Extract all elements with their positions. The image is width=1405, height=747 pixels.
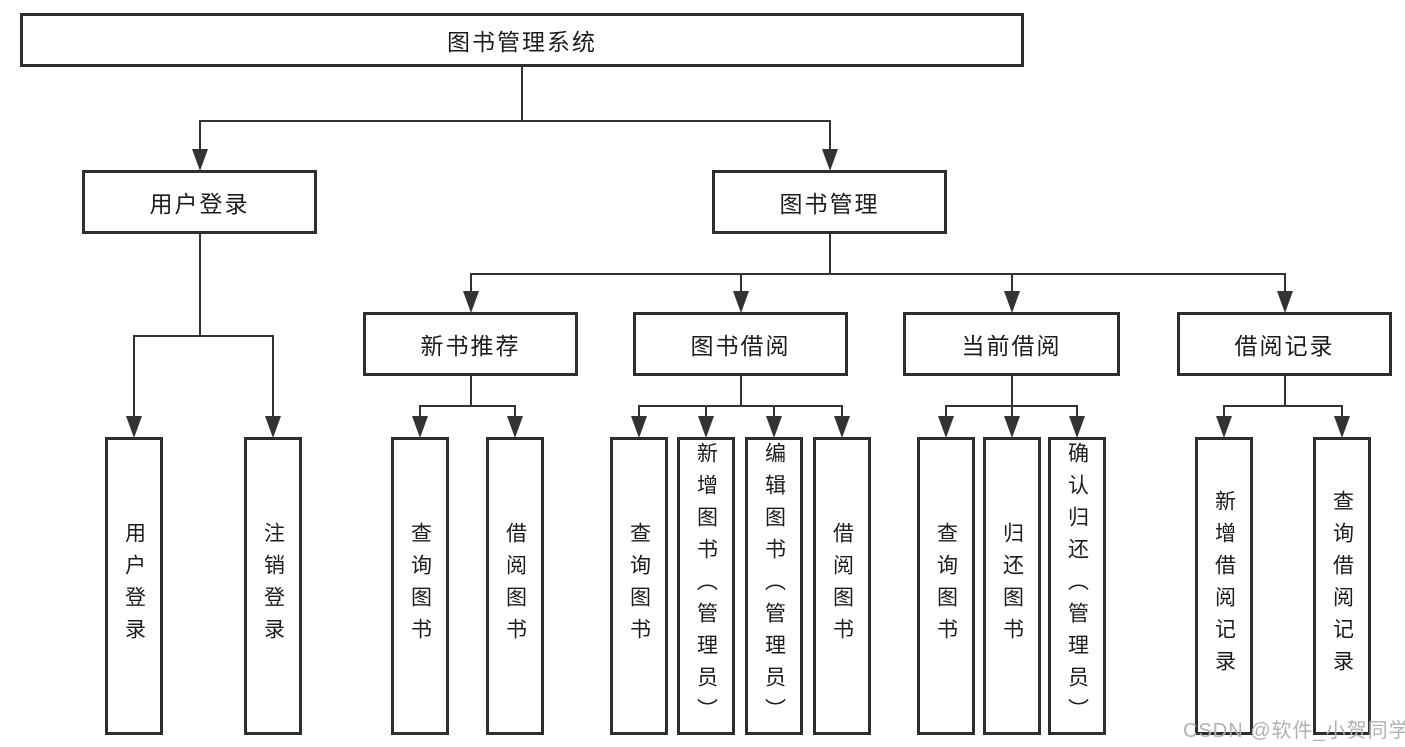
arrowhead-down-icon — [1216, 416, 1232, 438]
node-bb-add-book: 新增图书（管理员） — [677, 437, 735, 735]
node-cb-confirm: 确认归还（管理员） — [1048, 437, 1106, 735]
arrowhead-down-icon — [507, 416, 523, 438]
arrowhead-down-icon — [1334, 416, 1350, 438]
arrowhead-down-icon — [631, 416, 647, 438]
node-bb-edit-book: 编辑图书（管理员） — [745, 437, 803, 735]
edge-book-borrow-bb-borrow-book-drop — [841, 405, 843, 417]
node-label-current-borrow: 当前借阅 — [961, 333, 1062, 359]
edge-book-mgmt-current-borrow-drop — [1010, 273, 1013, 292]
arrowhead-down-icon — [698, 416, 714, 438]
edge-book-mgmt-stub — [828, 234, 831, 275]
edge-new-rec-split — [419, 405, 516, 407]
csdn-watermark: CSDN @软件_小贺同学 — [1183, 720, 1405, 742]
edge-borrow-records-split — [1223, 405, 1343, 407]
node-label-bb-borrow-book: 借阅图书 — [830, 522, 854, 650]
node-rec-query-book: 查询图书 — [391, 437, 449, 735]
node-label-rec-query-book: 查询图书 — [408, 522, 432, 650]
node-bb-query-book: 查询图书 — [610, 437, 668, 735]
edge-current-borrow-cb-confirm-drop — [1076, 405, 1078, 417]
node-label-user-login-op: 用户登录 — [122, 522, 146, 650]
edge-root-stub — [521, 67, 523, 122]
node-label-root: 图书管理系统 — [447, 29, 597, 55]
node-label-borrow-records: 借阅记录 — [1234, 333, 1335, 359]
node-br-add-record: 新增借阅记录 — [1195, 437, 1253, 735]
node-label-cb-query-book: 查询图书 — [934, 522, 958, 650]
node-br-query-record: 查询借阅记录 — [1313, 437, 1371, 735]
node-current-borrow: 当前借阅 — [903, 312, 1120, 376]
arrowhead-down-icon — [265, 416, 281, 438]
node-label-book-borrow: 图书借阅 — [690, 333, 791, 359]
node-rec-borrow-book: 借阅图书 — [486, 437, 544, 735]
edge-book-mgmt-borrow-records-drop — [1283, 273, 1286, 292]
node-label-cb-return-book: 归还图书 — [1000, 522, 1024, 650]
node-label-bb-edit-book: 编辑图书（管理员） — [762, 442, 786, 730]
node-label-logout-op: 注销登录 — [261, 522, 285, 650]
edge-new-rec-rec-query-book-drop — [419, 405, 421, 417]
edge-user-login-user-login-op-drop — [133, 335, 135, 417]
node-label-book-mgmt: 图书管理 — [779, 191, 880, 217]
edge-user-login-logout-op-drop — [272, 335, 274, 417]
node-label-user-login: 用户登录 — [149, 191, 250, 217]
edge-book-mgmt-new-rec-drop — [469, 273, 472, 292]
arrowhead-down-icon — [1069, 416, 1085, 438]
node-book-borrow: 图书借阅 — [633, 312, 848, 376]
edge-root-book-mgmt-drop — [828, 120, 831, 150]
edge-book-borrow-bb-query-book-drop — [638, 405, 640, 417]
edge-current-borrow-cb-query-book-drop — [945, 405, 947, 417]
node-book-mgmt: 图书管理 — [712, 170, 947, 234]
node-label-cb-confirm: 确认归还（管理员） — [1065, 442, 1089, 730]
edge-user-login-split — [133, 335, 274, 337]
edge-root-user-login-drop — [198, 120, 201, 150]
node-label-new-rec: 新书推荐 — [420, 333, 521, 359]
edge-book-borrow-bb-add-book-drop — [705, 405, 707, 417]
arrowhead-down-icon — [412, 416, 428, 438]
node-logout-op: 注销登录 — [244, 437, 302, 735]
edge-book-borrow-split — [638, 405, 843, 407]
node-borrow-records: 借阅记录 — [1177, 312, 1392, 376]
node-new-rec: 新书推荐 — [363, 312, 578, 376]
arrowhead-down-icon — [462, 291, 479, 313]
edge-new-rec-stub — [469, 376, 472, 407]
node-label-br-query-record: 查询借阅记录 — [1330, 490, 1354, 682]
edge-borrow-records-br-query-record-drop — [1341, 405, 1343, 417]
arrowhead-down-icon — [1003, 291, 1020, 313]
arrowhead-down-icon — [732, 291, 749, 313]
edge-book-mgmt-split — [469, 273, 1286, 275]
node-label-bb-query-book: 查询图书 — [627, 522, 651, 650]
node-label-bb-add-book: 新增图书（管理员） — [694, 442, 718, 730]
edge-new-rec-rec-borrow-book-drop — [514, 405, 516, 417]
node-cb-query-book: 查询图书 — [917, 437, 975, 735]
arrowhead-down-icon — [766, 416, 782, 438]
node-bb-borrow-book: 借阅图书 — [813, 437, 871, 735]
arrowhead-down-icon — [1004, 416, 1020, 438]
node-user-login-op: 用户登录 — [105, 437, 163, 735]
arrowhead-down-icon — [834, 416, 850, 438]
edge-current-borrow-cb-return-book-drop — [1011, 405, 1013, 417]
edge-user-login-stub — [198, 234, 201, 337]
edge-borrow-records-br-add-record-drop — [1223, 405, 1225, 417]
arrowhead-down-icon — [1276, 291, 1293, 313]
edge-book-borrow-stub — [739, 376, 742, 407]
edge-borrow-records-stub — [1283, 376, 1286, 407]
edge-book-mgmt-book-borrow-drop — [739, 273, 742, 292]
node-root: 图书管理系统 — [20, 13, 1024, 67]
edge-book-borrow-bb-edit-book-drop — [773, 405, 775, 417]
edge-current-borrow-stub — [1010, 376, 1013, 407]
arrowhead-down-icon — [126, 416, 142, 438]
node-label-rec-borrow-book: 借阅图书 — [503, 522, 527, 650]
node-cb-return-book: 归还图书 — [983, 437, 1041, 735]
node-user-login: 用户登录 — [82, 170, 317, 234]
node-label-br-add-record: 新增借阅记录 — [1212, 490, 1236, 682]
arrowhead-down-icon — [191, 149, 208, 171]
arrowhead-down-icon — [938, 416, 954, 438]
edge-root-split — [198, 120, 831, 122]
arrowhead-down-icon — [821, 149, 838, 171]
